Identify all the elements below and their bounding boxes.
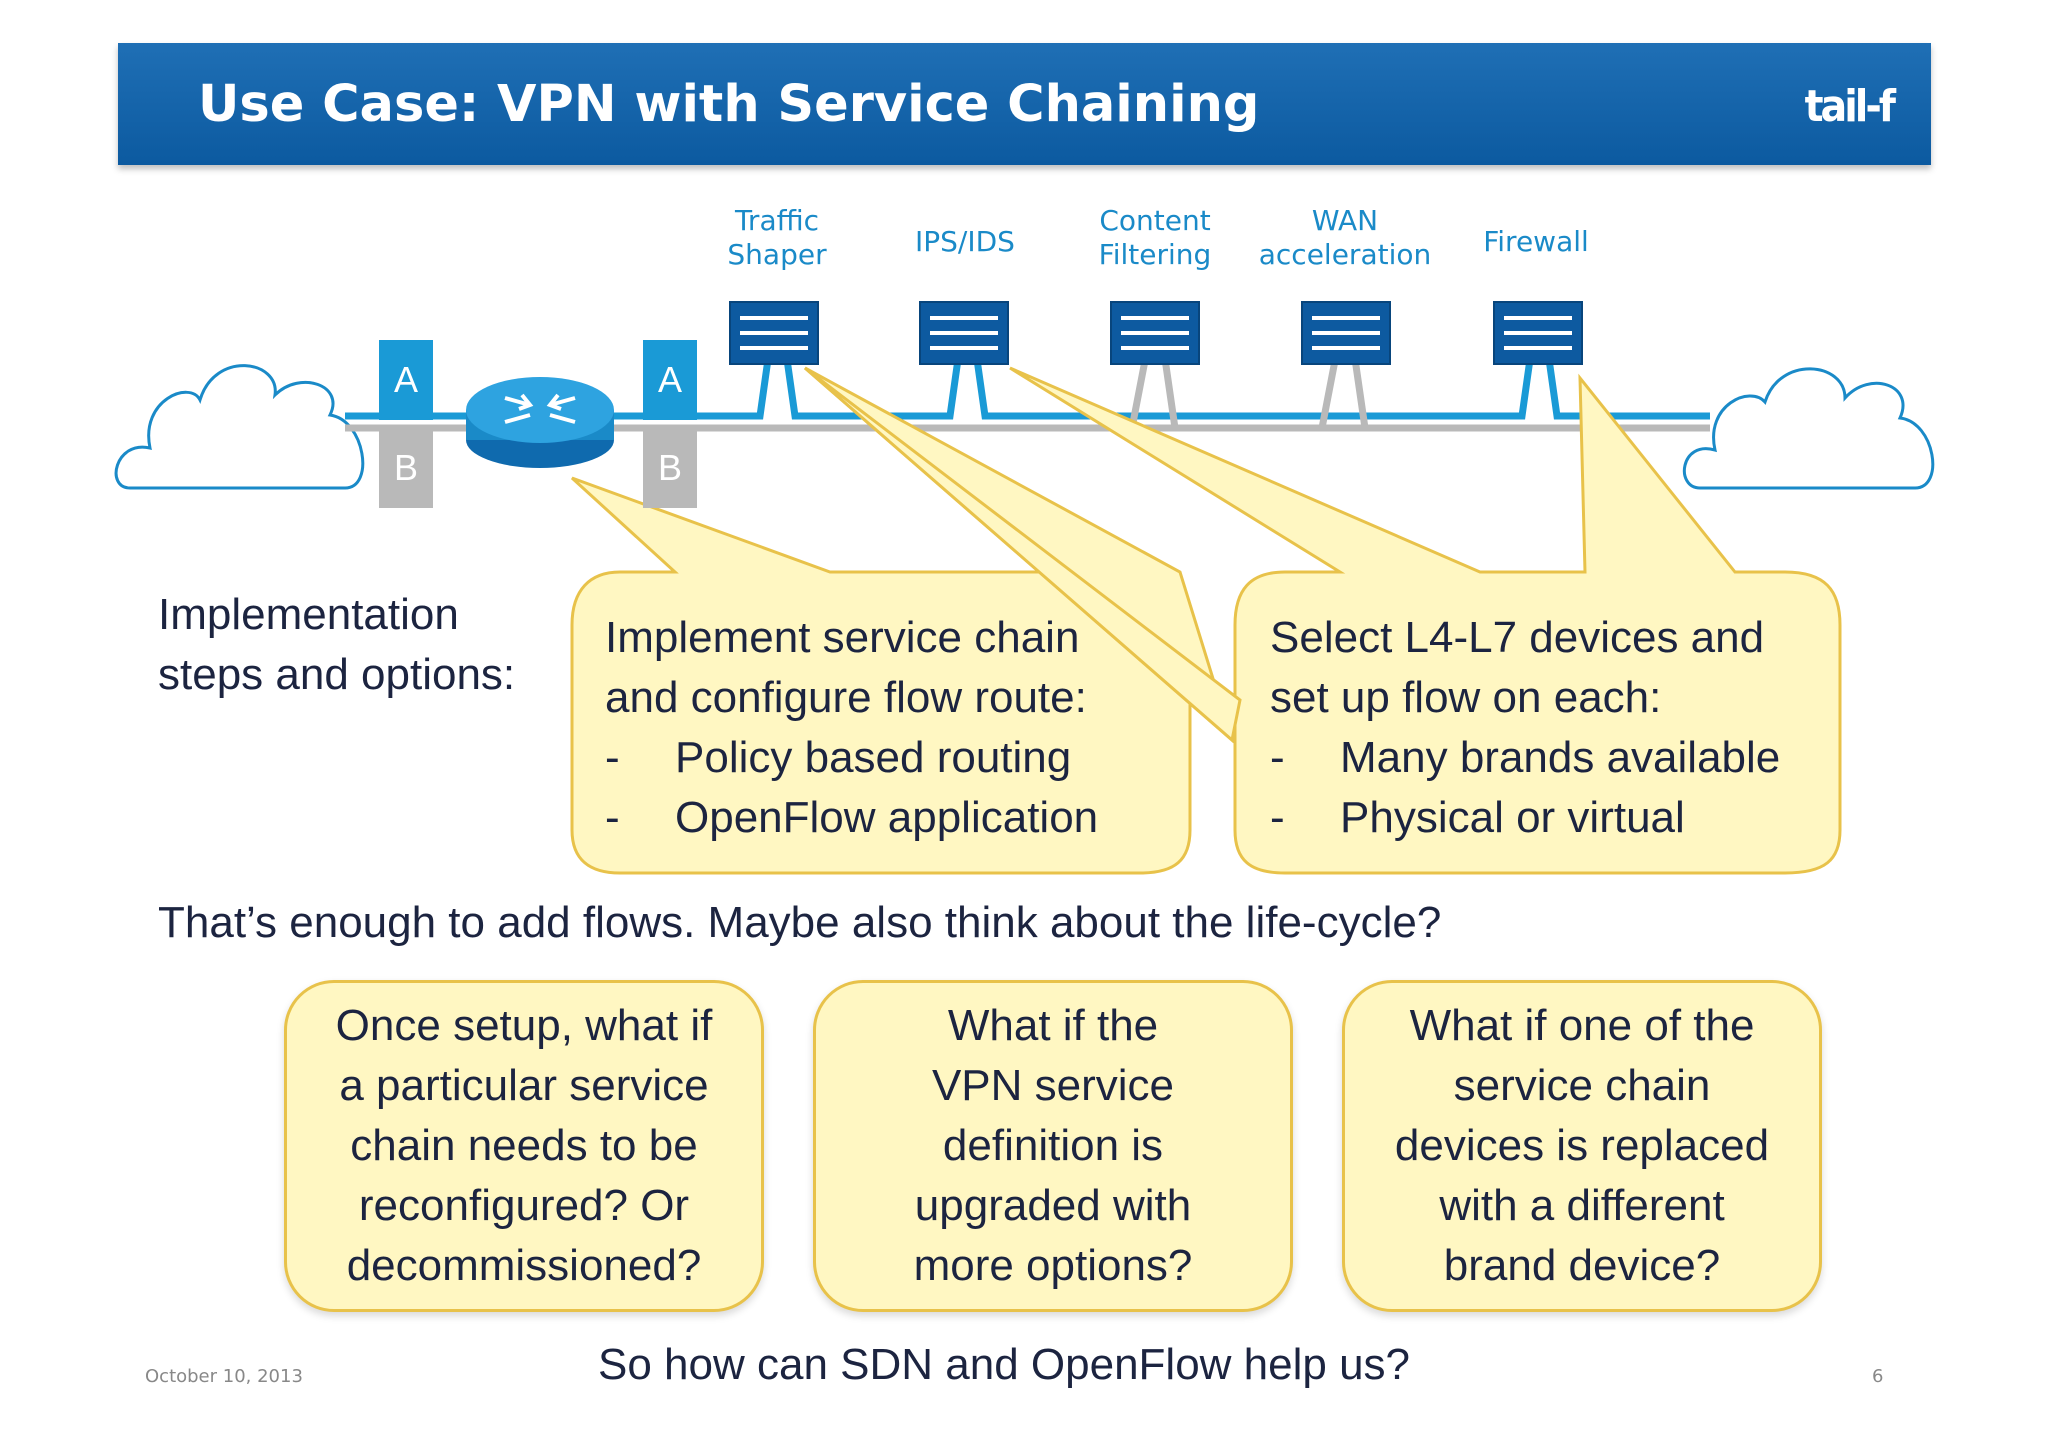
device-label-firewall: Firewall bbox=[1483, 225, 1589, 258]
bubble-left-text: Implement service chain and configure fl… bbox=[605, 608, 1098, 848]
bubble-right-text: Select L4-L7 devices and set up flow on … bbox=[1270, 608, 1780, 848]
header-banner: Use Case: VPN with Service Chaining tail… bbox=[118, 43, 1931, 165]
tail-f-logo: tail-f bbox=[1804, 81, 1896, 132]
content-filtering-device-icon bbox=[1110, 301, 1200, 365]
left-cloud-icon bbox=[114, 364, 365, 490]
bullet-physical-virtual: Physical or virtual bbox=[1340, 793, 1685, 842]
page-number: 6 bbox=[1872, 1366, 1884, 1387]
bullet-openflow-app: OpenFlow application bbox=[675, 793, 1099, 842]
sdn-question: So how can SDN and OpenFlow help us? bbox=[598, 1340, 1411, 1389]
left-a-label: A bbox=[379, 340, 433, 420]
bullet-many-brands: Many brands available bbox=[1340, 733, 1781, 782]
traffic-shaper-device-icon bbox=[729, 301, 819, 365]
firewall-device-icon bbox=[1493, 301, 1583, 365]
router-icon bbox=[466, 377, 614, 468]
footer-date: October 10, 2013 bbox=[145, 1366, 303, 1387]
right-b-label: B bbox=[643, 428, 697, 508]
implementation-label: Implementation steps and options: bbox=[158, 590, 516, 699]
right-cloud-icon bbox=[1683, 367, 1935, 490]
bullet-policy-routing: Policy based routing bbox=[675, 733, 1072, 782]
wan-acceleration-device-icon bbox=[1301, 301, 1391, 365]
ips-ids-device-icon bbox=[919, 301, 1009, 365]
slide-title: Use Case: VPN with Service Chaining bbox=[198, 75, 1260, 134]
device-label-ips-ids: IPS/IDS bbox=[915, 225, 1015, 258]
bubble-right-pointer-traffic bbox=[804, 366, 1242, 743]
lifecycle-question: That’s enough to add flows. Maybe also t… bbox=[158, 898, 1442, 947]
left-b-label: B bbox=[379, 428, 433, 508]
right-a-label: A bbox=[643, 340, 697, 420]
bubble-right-shape bbox=[1009, 366, 1842, 875]
